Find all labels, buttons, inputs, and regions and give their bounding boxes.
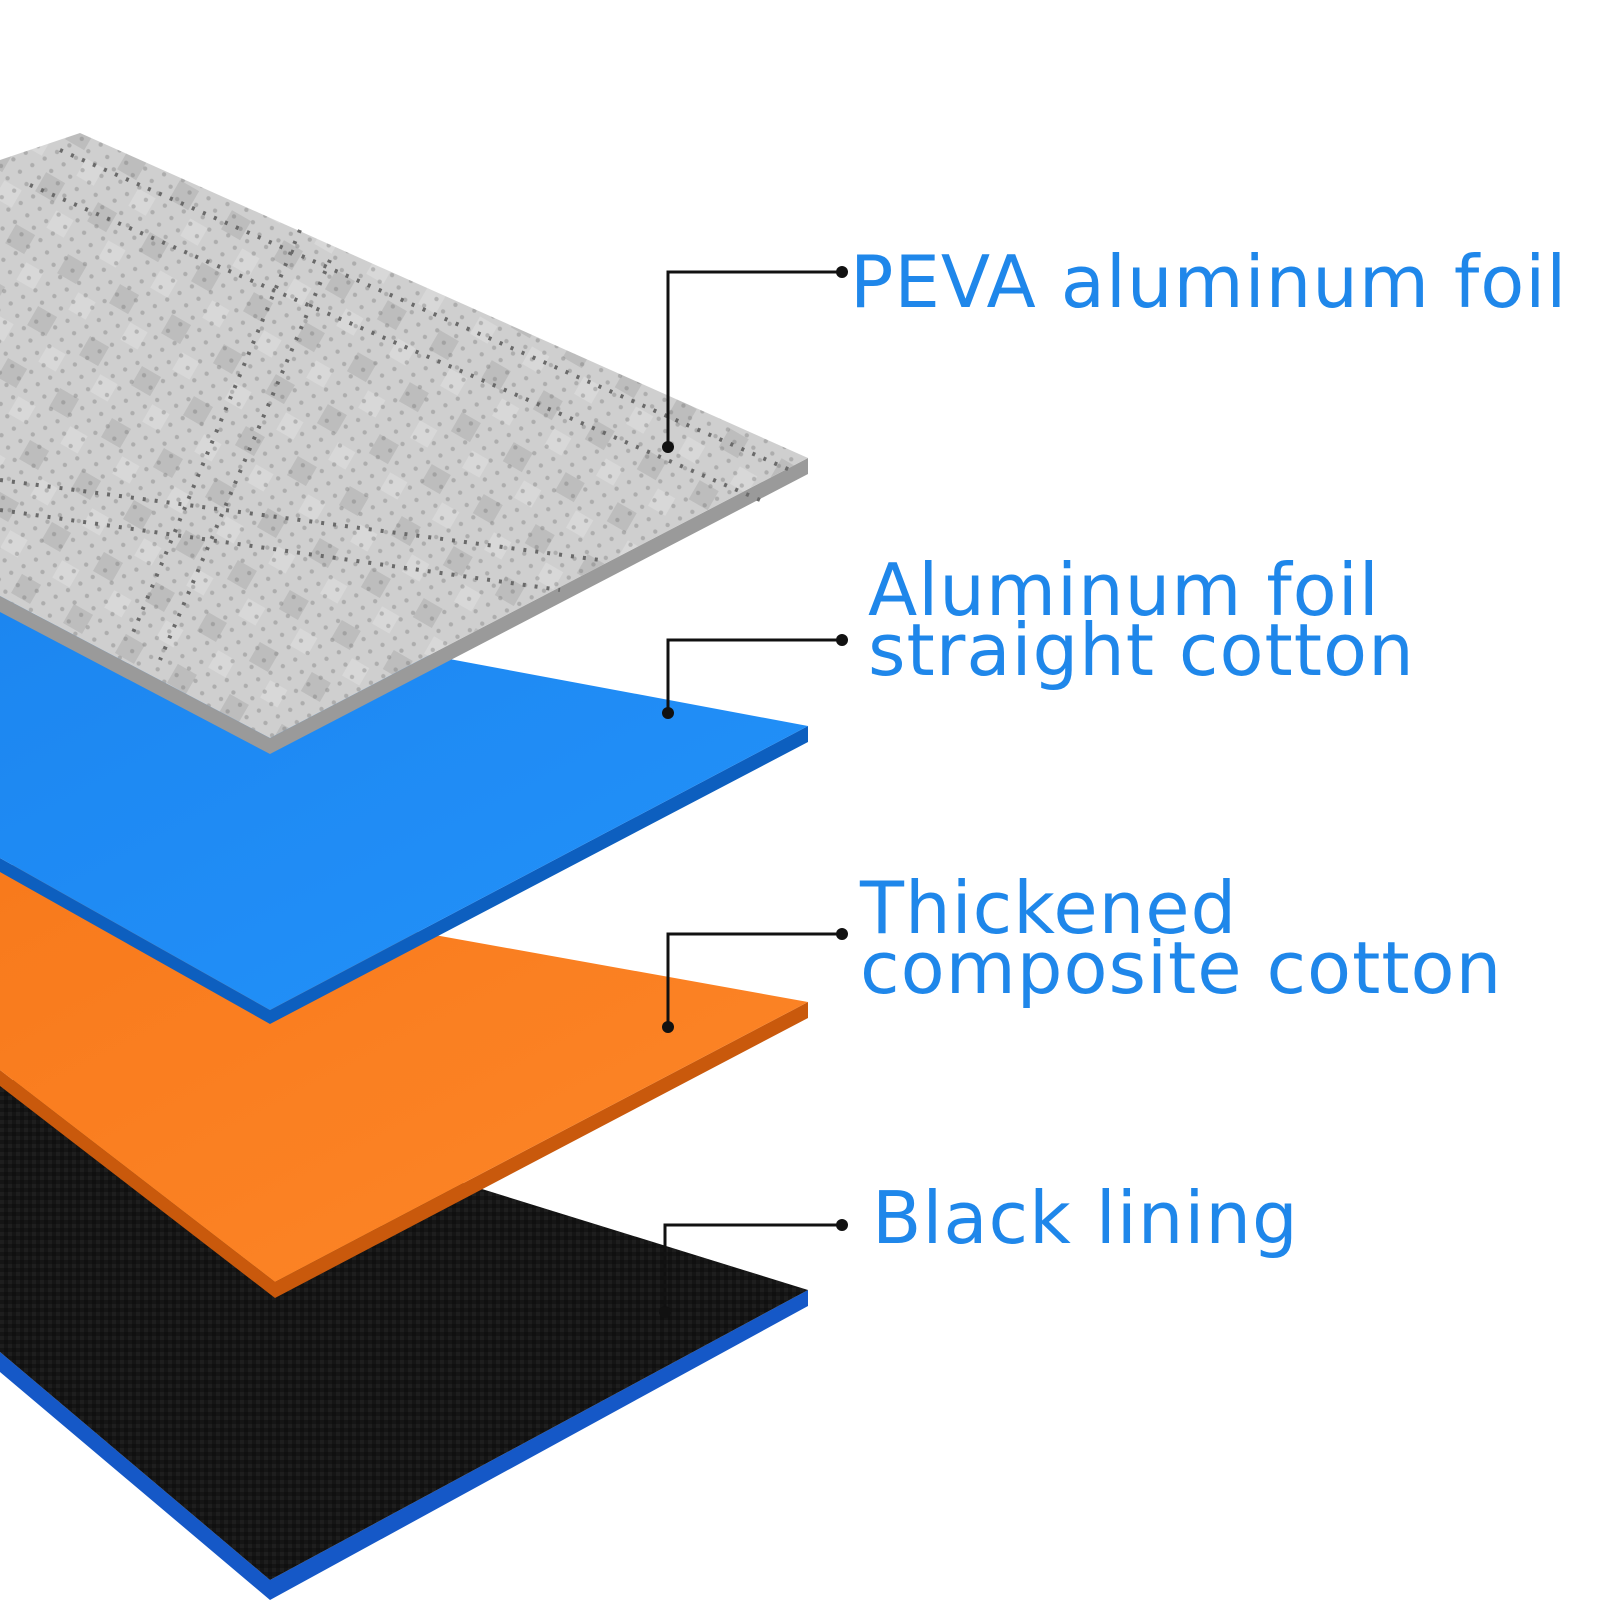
leader-dot (662, 1021, 674, 1033)
label-line: Aluminum foil (868, 548, 1380, 632)
label-peva-aluminum-foil: PEVA aluminum foil (850, 240, 1568, 324)
peva-foil-stitch-lines (0, 148, 791, 661)
leader-dot (659, 1306, 671, 1318)
label-line: PEVA aluminum foil (850, 240, 1568, 324)
leader-dot (836, 1219, 848, 1231)
leader-dot (836, 266, 848, 278)
label-line: Thickened (860, 866, 1238, 950)
leader-line-foil-cotton (666, 638, 842, 713)
leader-dot (662, 441, 674, 453)
label-line: Black lining (872, 1176, 1299, 1260)
leader-line-peva-foil (666, 270, 842, 447)
label-line: straight cotton (868, 608, 1415, 692)
leader-dot (662, 707, 674, 719)
label-line: composite cotton (860, 926, 1503, 1010)
peva-foil-perforations (0, 133, 808, 738)
peva-foil-layer (0, 133, 808, 754)
leader-dot (836, 928, 848, 940)
label-aluminum-foil-straight-cotton: Aluminum foil straight cotton (868, 548, 1415, 692)
leader-line-composite-cotton (666, 932, 842, 1027)
leader-dot (836, 634, 848, 646)
leader-lines (663, 270, 842, 1312)
leader-line-black-lining (663, 1223, 842, 1312)
label-black-lining: Black lining (872, 1176, 1299, 1260)
leader-dots (659, 266, 848, 1318)
label-thickened-composite-cotton: Thickened composite cotton (860, 866, 1503, 1010)
